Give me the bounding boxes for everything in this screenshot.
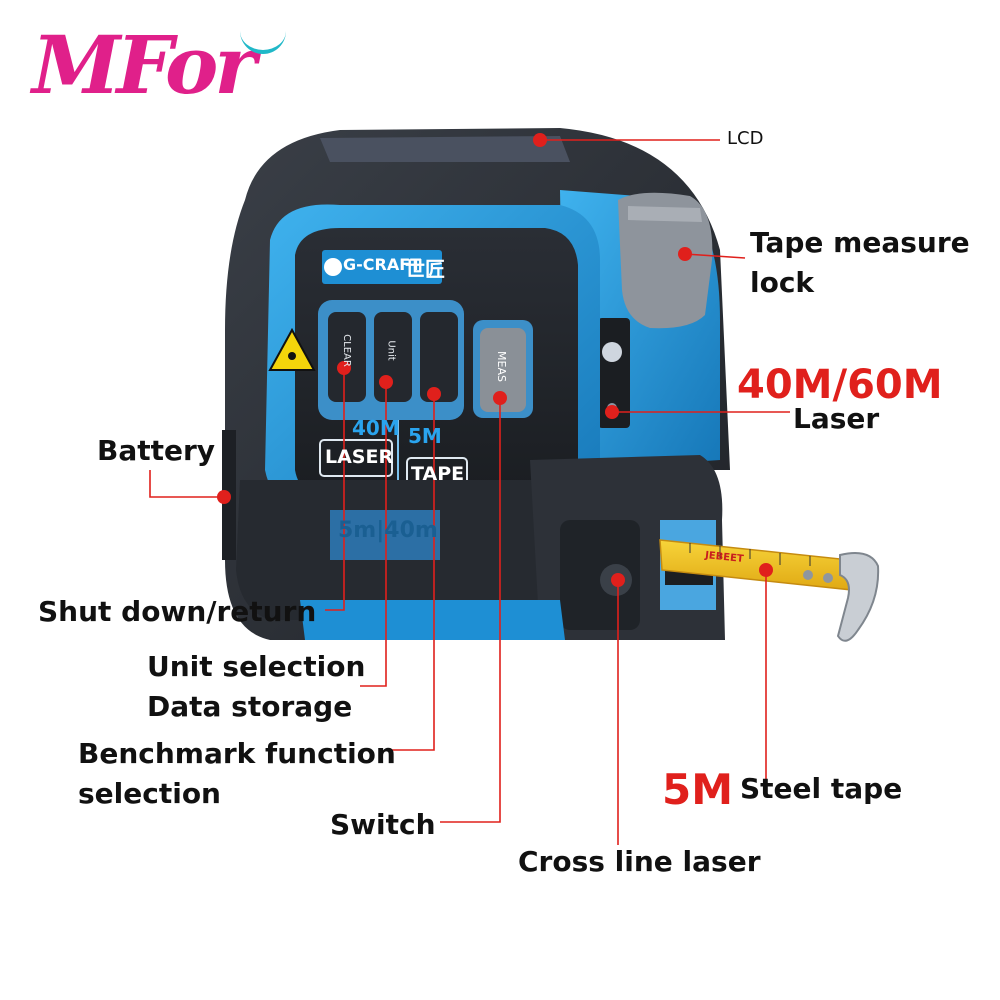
laser-badge-label: LASER — [325, 446, 394, 468]
meas-button — [480, 328, 526, 412]
lcd-window — [320, 136, 570, 162]
device-brand-label: G-CRAFT — [343, 255, 422, 274]
data-storage-label: Data storage — [147, 690, 353, 723]
unit-button-label: Unit — [385, 340, 397, 361]
unit-selection-label: Unit selection — [147, 650, 366, 683]
tape-length-label: 5M — [662, 765, 734, 814]
laser-warning-icon — [268, 327, 316, 371]
smile-icon — [240, 14, 286, 54]
device-brand-cn: 世匠 — [405, 257, 445, 281]
tape-lock-callout — [684, 253, 746, 259]
unit-callout — [360, 382, 387, 687]
steel-tape-label: Steel tape — [740, 772, 903, 805]
cross-line-laser-label: Cross line laser — [518, 845, 761, 878]
tape-lock — [618, 192, 713, 329]
shutdown-label: Shut down/return — [38, 595, 317, 628]
clear-button — [328, 312, 366, 402]
switch-label: Switch — [330, 808, 436, 841]
tape-lock-label-2: lock — [750, 266, 815, 299]
brand-logo: MFor — [32, 18, 256, 112]
benchmark-label-2: selection — [78, 777, 221, 810]
battery-callout — [149, 470, 224, 498]
clear-button-label: CLEAR — [340, 334, 352, 367]
storage-callout — [385, 394, 435, 751]
lcd-label: LCD — [727, 128, 764, 149]
storage-button — [420, 312, 458, 402]
tape-hook — [836, 552, 880, 642]
shutdown-callout — [325, 368, 345, 611]
side-marking: 5m|40m — [338, 518, 438, 543]
laser-badge-value: 40M — [352, 416, 400, 440]
laser-range-label: 40M/60M — [737, 362, 943, 408]
base — [300, 600, 565, 640]
benchmark-label: Benchmark function — [78, 737, 396, 770]
tape-badge-label: TAPE — [411, 463, 465, 485]
switch-callout — [440, 398, 501, 823]
laser-label: Laser — [793, 402, 880, 435]
battery-label: Battery — [97, 434, 216, 467]
tape-badge-value: 5M — [408, 424, 442, 448]
tape-lock-label: Tape measure — [750, 226, 970, 259]
meas-button-label: MEAS — [494, 351, 508, 382]
